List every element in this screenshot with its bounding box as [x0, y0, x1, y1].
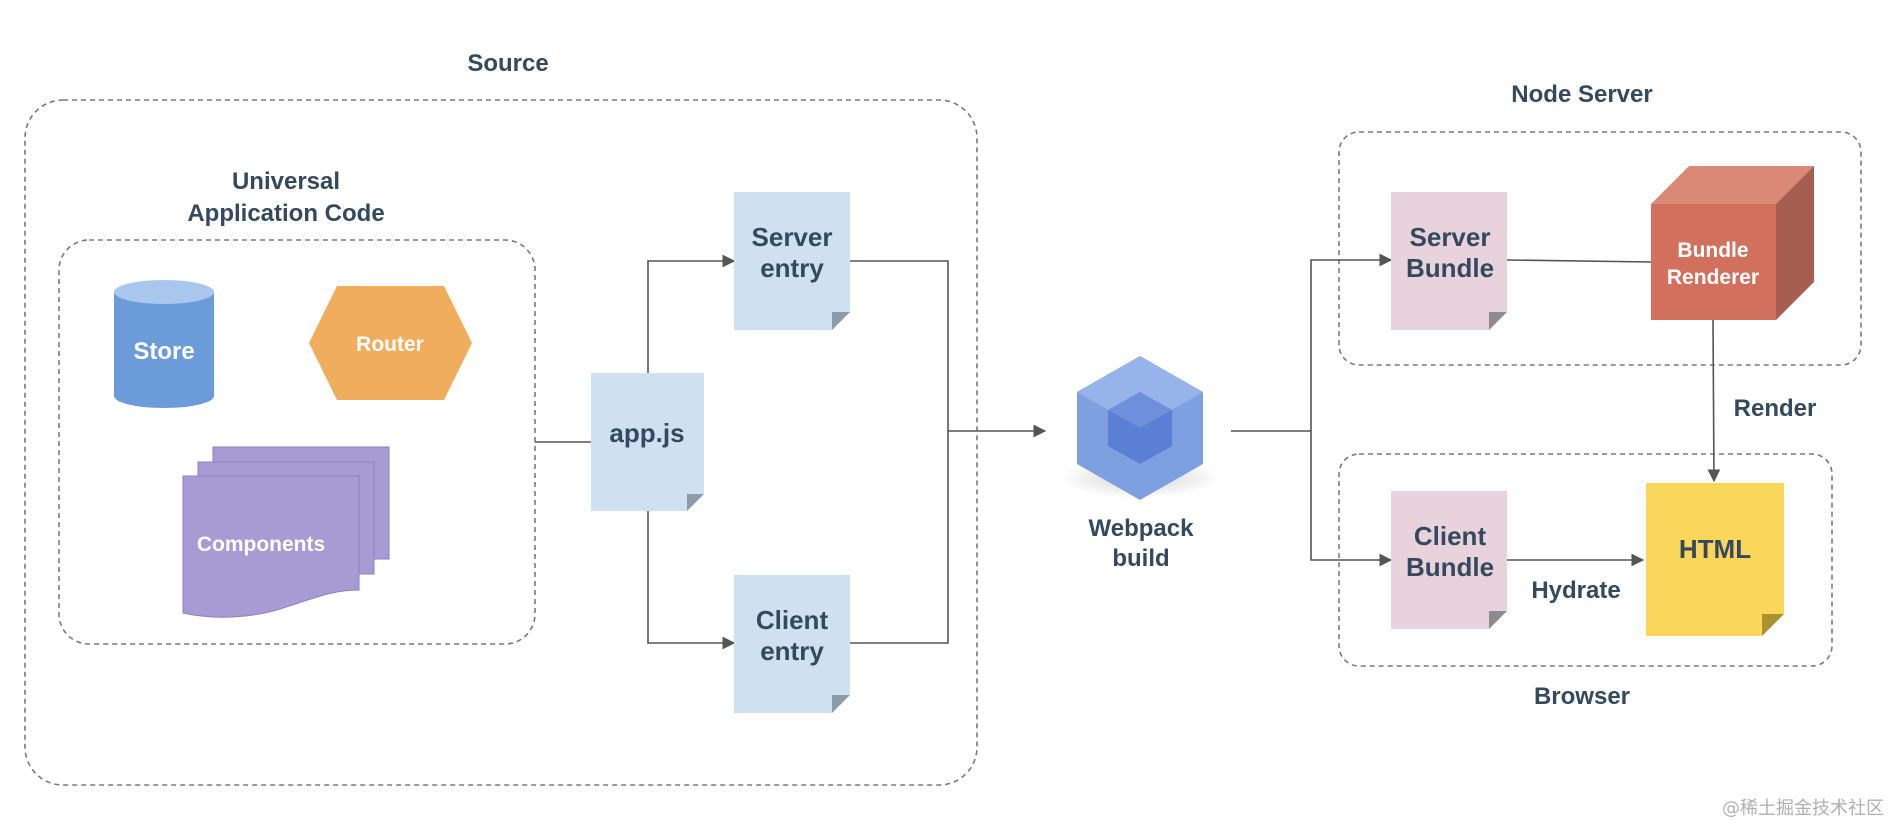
html-note-fold: [1762, 614, 1784, 636]
server-bundle-label-line2: Bundle: [1406, 253, 1494, 283]
router-node: Router: [309, 286, 472, 400]
server-entry-label-line1: Server: [752, 222, 833, 252]
source-group-box: [24, 99, 978, 786]
app-js-node: app.js: [591, 373, 704, 511]
client-bundle-doc: [1391, 491, 1507, 629]
connector-appjs-to-client-entry: [647, 511, 736, 650]
universal-code-group-box: [58, 239, 536, 645]
browser-label: Browser: [1534, 683, 1630, 710]
server-bundle-doc: [1391, 192, 1507, 330]
bundle-renderer-label-line2: Renderer: [1667, 266, 1759, 289]
html-note: [1646, 483, 1784, 636]
webpack-label-line2: build: [1112, 545, 1169, 572]
render-edge-label: Render: [1734, 395, 1817, 422]
app-js-label: app.js: [609, 418, 684, 448]
client-entry-doc-fold: [832, 695, 850, 713]
connector-appjs-to-server-entry: [647, 254, 736, 373]
store-label: Store: [133, 338, 194, 365]
watermark-text: @稀土掘金技术社区: [1722, 798, 1884, 819]
html-label: HTML: [1679, 534, 1751, 564]
html-node: HTML: [1646, 483, 1784, 636]
bundle-renderer-top: [1651, 166, 1814, 204]
bundle-renderer-side: [1776, 166, 1814, 320]
app-js-doc-fold: [687, 494, 704, 511]
connector-server-entry-to-webpack: [850, 260, 949, 431]
server-bundle-label-line1: Server: [1410, 222, 1491, 252]
connector-webpack-to-client-bundle: [1310, 431, 1393, 567]
client-bundle-label-line2: Bundle: [1406, 552, 1494, 582]
bundle-renderer-label-line1: Bundle: [1677, 239, 1748, 262]
connector-server-bundle-to-renderer: [1506, 259, 1652, 263]
components-label: Components: [197, 533, 325, 556]
connector-webpack-to-server-bundle: [1310, 253, 1393, 431]
client-entry-label-line1: Client: [756, 605, 829, 635]
server-entry-doc: [734, 192, 850, 330]
hydrate-edge-label: Hydrate: [1531, 577, 1620, 604]
universal-code-label-line1: Universal: [232, 168, 340, 195]
browser-group-box: [1338, 453, 1833, 667]
client-bundle-label-line1: Client: [1414, 521, 1487, 551]
server-bundle-doc-fold: [1489, 312, 1507, 330]
webpack-cube-inner-top: [1108, 392, 1172, 428]
connector-renderer-to-html: [1707, 319, 1721, 483]
router-label: Router: [356, 333, 424, 356]
client-entry-node: Client entry: [734, 575, 850, 713]
components-doc-front: [182, 475, 360, 618]
server-bundle-node: Server Bundle: [1391, 192, 1507, 330]
bundle-renderer-front: [1651, 204, 1776, 320]
router-hexagon: [309, 286, 472, 400]
bundle-renderer-node: Bundle Renderer: [1651, 166, 1814, 320]
connector-client-entry-to-webpack: [850, 431, 949, 644]
client-entry-label-line2: entry: [760, 636, 824, 666]
server-entry-label-line2: entry: [760, 253, 824, 283]
universal-code-label-line2: Application Code: [187, 200, 384, 227]
webpack-node: Webpack build: [1060, 356, 1220, 572]
client-bundle-node: Client Bundle: [1391, 491, 1507, 629]
store-cylinder-top: [114, 280, 214, 304]
server-entry-node: Server entry: [734, 192, 850, 330]
store-cylinder-body: [114, 292, 214, 408]
server-entry-doc-fold: [832, 312, 850, 330]
components-node: Components: [182, 446, 390, 618]
app-js-doc: [591, 373, 704, 511]
client-bundle-doc-fold: [1489, 611, 1507, 629]
client-entry-doc: [734, 575, 850, 713]
node-server-label: Node Server: [1511, 81, 1652, 108]
source-group-label: Source: [467, 50, 548, 77]
webpack-label-line1: Webpack: [1089, 515, 1195, 542]
store-node: Store: [114, 280, 214, 408]
